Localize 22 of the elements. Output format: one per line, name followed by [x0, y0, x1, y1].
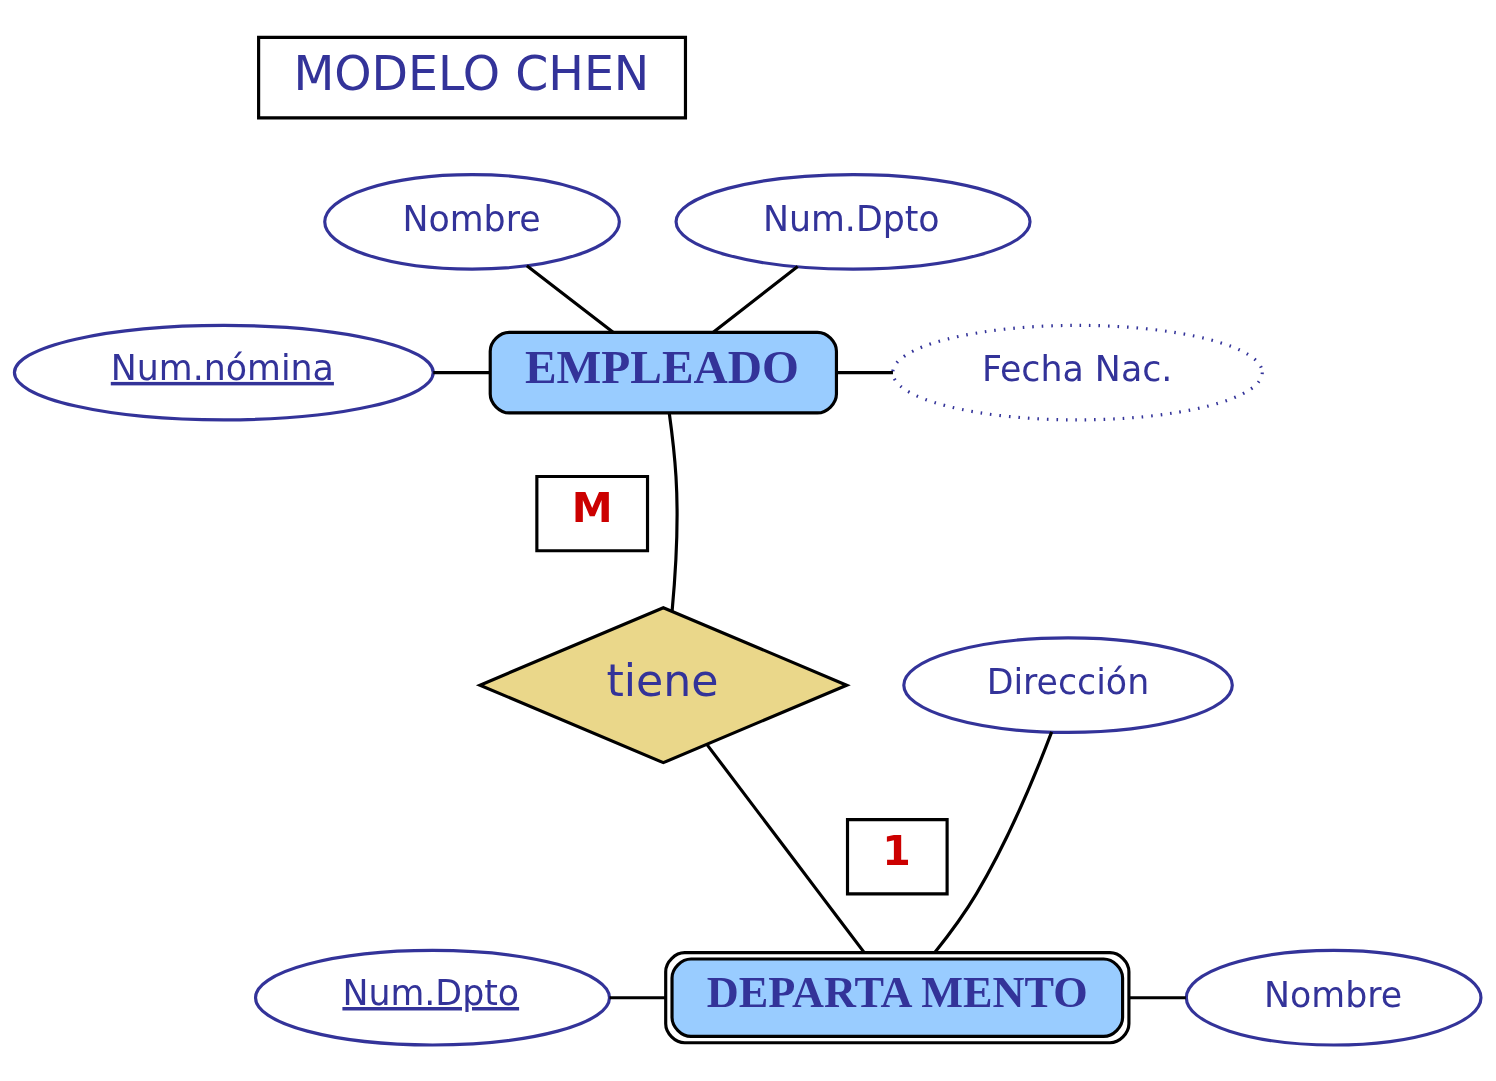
node-ellipse: Nombre [323, 172, 621, 271]
node-box: 1 [845, 817, 949, 895]
node-ellipse: Nombre [1184, 948, 1483, 1047]
connector [933, 730, 1054, 953]
connector [1129, 995, 1186, 999]
node-ellipse: Fecha Nac. [891, 323, 1264, 421]
connector [433, 370, 490, 374]
node-box: EMPLEADO [488, 330, 839, 414]
node-ellipse: Num.Dpto [253, 948, 612, 1047]
connector [836, 370, 893, 374]
node-ellipse: Num.nómina [12, 323, 435, 421]
connector [712, 264, 799, 333]
node-box: DEPARTA MENTO [664, 950, 1131, 1044]
connector [667, 412, 679, 611]
connector [705, 742, 866, 953]
connector [609, 995, 666, 999]
node-box: MODELO CHEN [257, 35, 688, 120]
node-ellipse: Dirección [902, 635, 1234, 734]
node-diamond: tiene [475, 605, 851, 764]
connector [525, 263, 615, 333]
node-ellipse: Num.Dpto [674, 172, 1032, 271]
node-box: M [535, 474, 650, 552]
